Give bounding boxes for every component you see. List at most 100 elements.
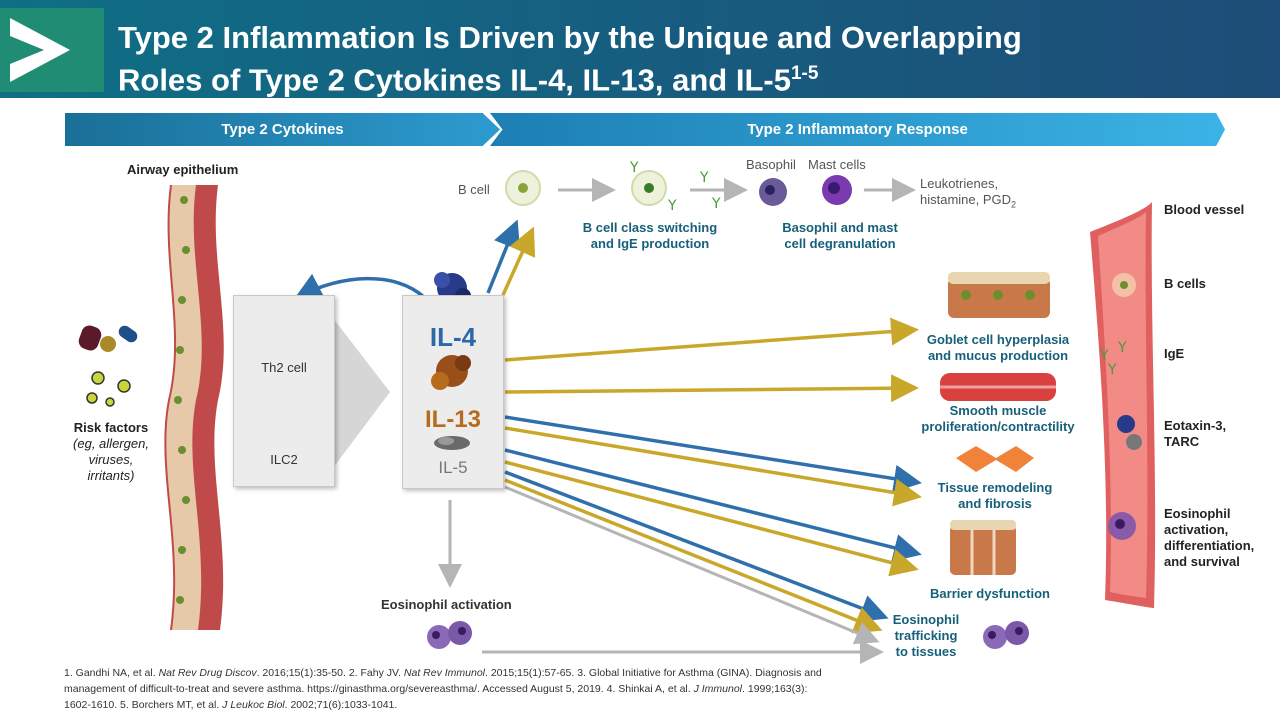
- barrier-dysfunction-label: Barrier dysfunction: [930, 586, 1050, 601]
- mediators-subscript: 2: [1011, 199, 1017, 210]
- banner-type2-response: Type 2 Inflammatory Response: [490, 113, 1225, 146]
- ige-icon: Y: [699, 170, 709, 186]
- goblet-line-2: and mucus production: [927, 348, 1069, 363]
- risk-factors-detail-3: irritants): [87, 468, 135, 483]
- pointer-triangle: [333, 318, 390, 468]
- ige-icon: Y: [711, 196, 721, 212]
- title-line-2: Roles of Type 2 Cytokines IL-4, IL-13, a…: [118, 62, 791, 98]
- tissue-remodeling-line-2: and fibrosis: [958, 496, 1032, 511]
- risk-factors-detail-1: (eg, allergen,: [73, 436, 149, 451]
- cytokines-box: [402, 295, 504, 489]
- blood-vessel-label: Blood vessel: [1164, 202, 1245, 217]
- eos-activation-label: Eosinophil activation: [381, 597, 512, 612]
- smooth-muscle-line-1: Smooth muscle: [949, 403, 1047, 418]
- goblet-line-1: Goblet cell hyperplasia: [926, 332, 1070, 347]
- svg-text:Y: Y: [1099, 348, 1109, 364]
- references-footer: 1. Gandhi NA, et al. Nat Rev Drug Discov…: [64, 665, 944, 713]
- class-switching-line-2: and IgE production: [590, 236, 710, 251]
- feedback-arrow: [293, 273, 427, 300]
- eos-trafficking-line-1: Eosinophil: [892, 612, 960, 627]
- ref-text: . 2002;71(6):1033-1041.: [284, 699, 398, 711]
- eos-trafficking-line-2: trafficking: [894, 628, 958, 643]
- il13-to-barrier-arrow: [504, 460, 919, 577]
- tissue-remodeling-line-1: Tissue remodeling: [937, 480, 1053, 495]
- svg-text:Y: Y: [629, 160, 639, 176]
- ref-text: . 1999;163(3):: [742, 683, 808, 695]
- blood-vessel-illustration: Y Y Y: [1090, 202, 1156, 608]
- bcell-switching-icon: Y Y: [629, 160, 677, 214]
- svg-text:Y: Y: [667, 198, 677, 214]
- tissue-remodeling-illustration: [956, 446, 1034, 472]
- title-superscript: 1-5: [790, 63, 819, 84]
- banner-left-label: Type 2 Cytokines: [221, 121, 344, 138]
- mast-cell-icon: [822, 175, 852, 205]
- mediators-line-2: histamine, PGD: [920, 192, 1012, 207]
- tissue-remodeling-label: Tissue remodeling and fibrosis: [920, 480, 1070, 512]
- goblet-label: Goblet cell hyperplasia and mucus produc…: [918, 332, 1078, 364]
- svg-text:Y: Y: [1117, 340, 1127, 356]
- degranulation-line-2: cell degranulation: [784, 236, 896, 251]
- il4-to-barrier-arrow: [504, 448, 922, 562]
- bcell-icon: [505, 170, 541, 206]
- vessel-eos-label: Eosinophil activation, differentiation, …: [1164, 506, 1254, 570]
- class-switching-line-1: B cell class switching: [582, 220, 718, 235]
- chevron-logo-icon: [10, 18, 70, 82]
- mediators-label: Leukotrienes, histamine, PGD2: [920, 176, 1016, 213]
- il5-to-eos-traffic-arrow: [504, 485, 880, 645]
- risk-factor-icons: [78, 325, 138, 407]
- barrier-dysfunction-illustration: [950, 520, 1016, 575]
- logo: [0, 8, 104, 92]
- airway-epithelium-illustration: [164, 185, 224, 630]
- il13-label: IL-13: [424, 406, 481, 433]
- ref-journal: Nat Rev Immunol: [403, 667, 485, 679]
- airway-epithelium-label: Airway epithelium: [127, 162, 239, 177]
- ref-journal: J Immunol: [693, 683, 743, 695]
- ref-text: 1602-1610. 5. Borchers MT, et al.: [64, 699, 223, 711]
- il13-to-smooth-muscle-arrow: [504, 374, 919, 403]
- smooth-muscle-illustration: [940, 373, 1056, 401]
- vessel-eotaxin-line-1: Eotaxin-3,: [1164, 418, 1227, 433]
- title-bar: [0, 0, 1280, 98]
- il4-to-eos-traffic-arrow: [504, 470, 889, 622]
- ref-text: . 2016;15(1):35-50. 2. Fahy JV.: [256, 667, 404, 679]
- source-cells-box: [233, 295, 335, 487]
- banner-right-label: Type 2 Inflammatory Response: [747, 121, 968, 138]
- vessel-eos-line-1: Eosinophil: [1164, 506, 1231, 521]
- degranulation-line-1: Basophil and mast: [782, 220, 898, 235]
- ref-text: management of difficult-to-treat and sev…: [64, 683, 694, 695]
- vessel-eotaxin-label: Eotaxin-3, TARC: [1164, 418, 1226, 450]
- risk-factors-title: Risk factors: [73, 420, 149, 435]
- vessel-eotaxin-line-2: TARC: [1164, 434, 1200, 449]
- ilc2-label: ILC2: [270, 452, 298, 467]
- mediators-line-1: Leukotrienes,: [920, 176, 999, 191]
- basophil-icon: [759, 178, 787, 206]
- eos-trafficking-line-3: to tissues: [895, 644, 957, 659]
- class-switching-label: B cell class switching and IgE productio…: [570, 220, 730, 252]
- eosinophil-icon: [983, 621, 1029, 649]
- ref-text: 1. Gandhi NA, et al.: [64, 667, 159, 679]
- slide-title: Type 2 Inflammation Is Driven by the Uni…: [118, 20, 1218, 98]
- th2-cell-label: Th2 cell: [261, 360, 307, 375]
- ref-journal: J Leukoc Biol: [222, 699, 285, 711]
- vessel-eos-line-4: and survival: [1164, 554, 1240, 569]
- il13-to-tissue-arrow: [504, 426, 922, 507]
- il5-label: IL-5: [438, 458, 468, 477]
- il13-to-bcell-arrow: [501, 226, 536, 296]
- svg-text:Y: Y: [1107, 362, 1117, 378]
- ref-text: . 2015;15(1):57-65. 3. Global Initiative…: [485, 667, 822, 679]
- cytokine-molecules: [431, 355, 471, 450]
- eosinophil-icon: [427, 621, 472, 649]
- il13-to-goblet-arrow: [504, 317, 919, 362]
- degranulation-label: Basophil and mast cell degranulation: [765, 220, 915, 252]
- ref-journal: Nat Rev Drug Discov: [158, 667, 257, 679]
- goblet-cell-illustration: [948, 272, 1050, 318]
- vessel-ige-label: IgE: [1164, 346, 1185, 361]
- bcell-label: B cell: [458, 182, 490, 197]
- risk-factors-detail-2: viruses,: [88, 452, 134, 467]
- vessel-eos-line-2: activation,: [1164, 522, 1229, 537]
- il4-to-tissue-arrow: [504, 415, 922, 493]
- banner-type2-cytokines: Type 2 Cytokines: [65, 113, 500, 146]
- basophil-label: Basophil: [746, 157, 796, 172]
- vessel-eos-line-3: differentiation,: [1164, 538, 1255, 553]
